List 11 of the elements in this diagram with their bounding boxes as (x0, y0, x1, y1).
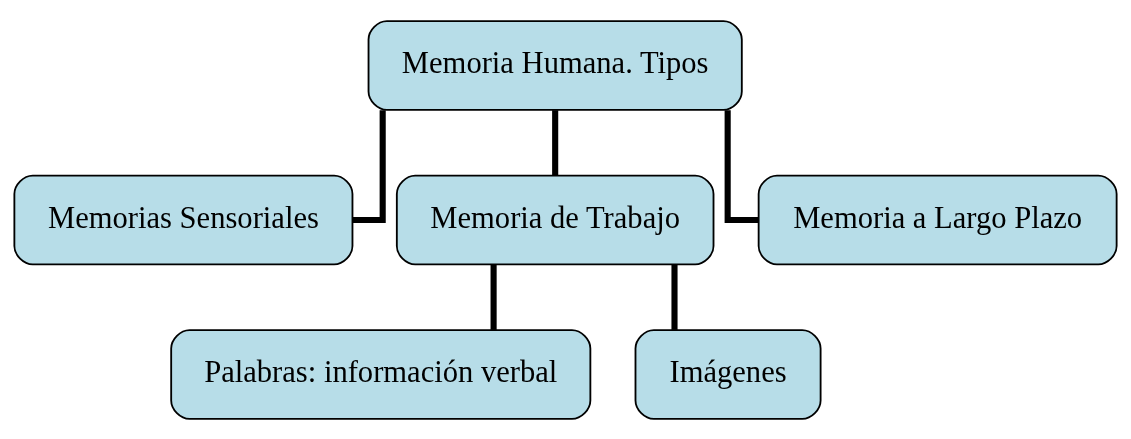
connector (552, 109, 559, 175)
node-box: Memorias Sensoriales (13, 174, 354, 265)
node-box: Memoria a Largo Plazo (757, 174, 1118, 265)
connector (490, 264, 497, 330)
connector (352, 109, 386, 223)
node-box: Imágenes (634, 328, 822, 420)
node-box: Memoria de Trabajo (395, 174, 715, 265)
connector (724, 109, 759, 223)
connector (671, 264, 678, 330)
node-box: Memoria Humana. Tipos (367, 19, 743, 111)
node-box: Palabras: información verbal (170, 328, 592, 420)
